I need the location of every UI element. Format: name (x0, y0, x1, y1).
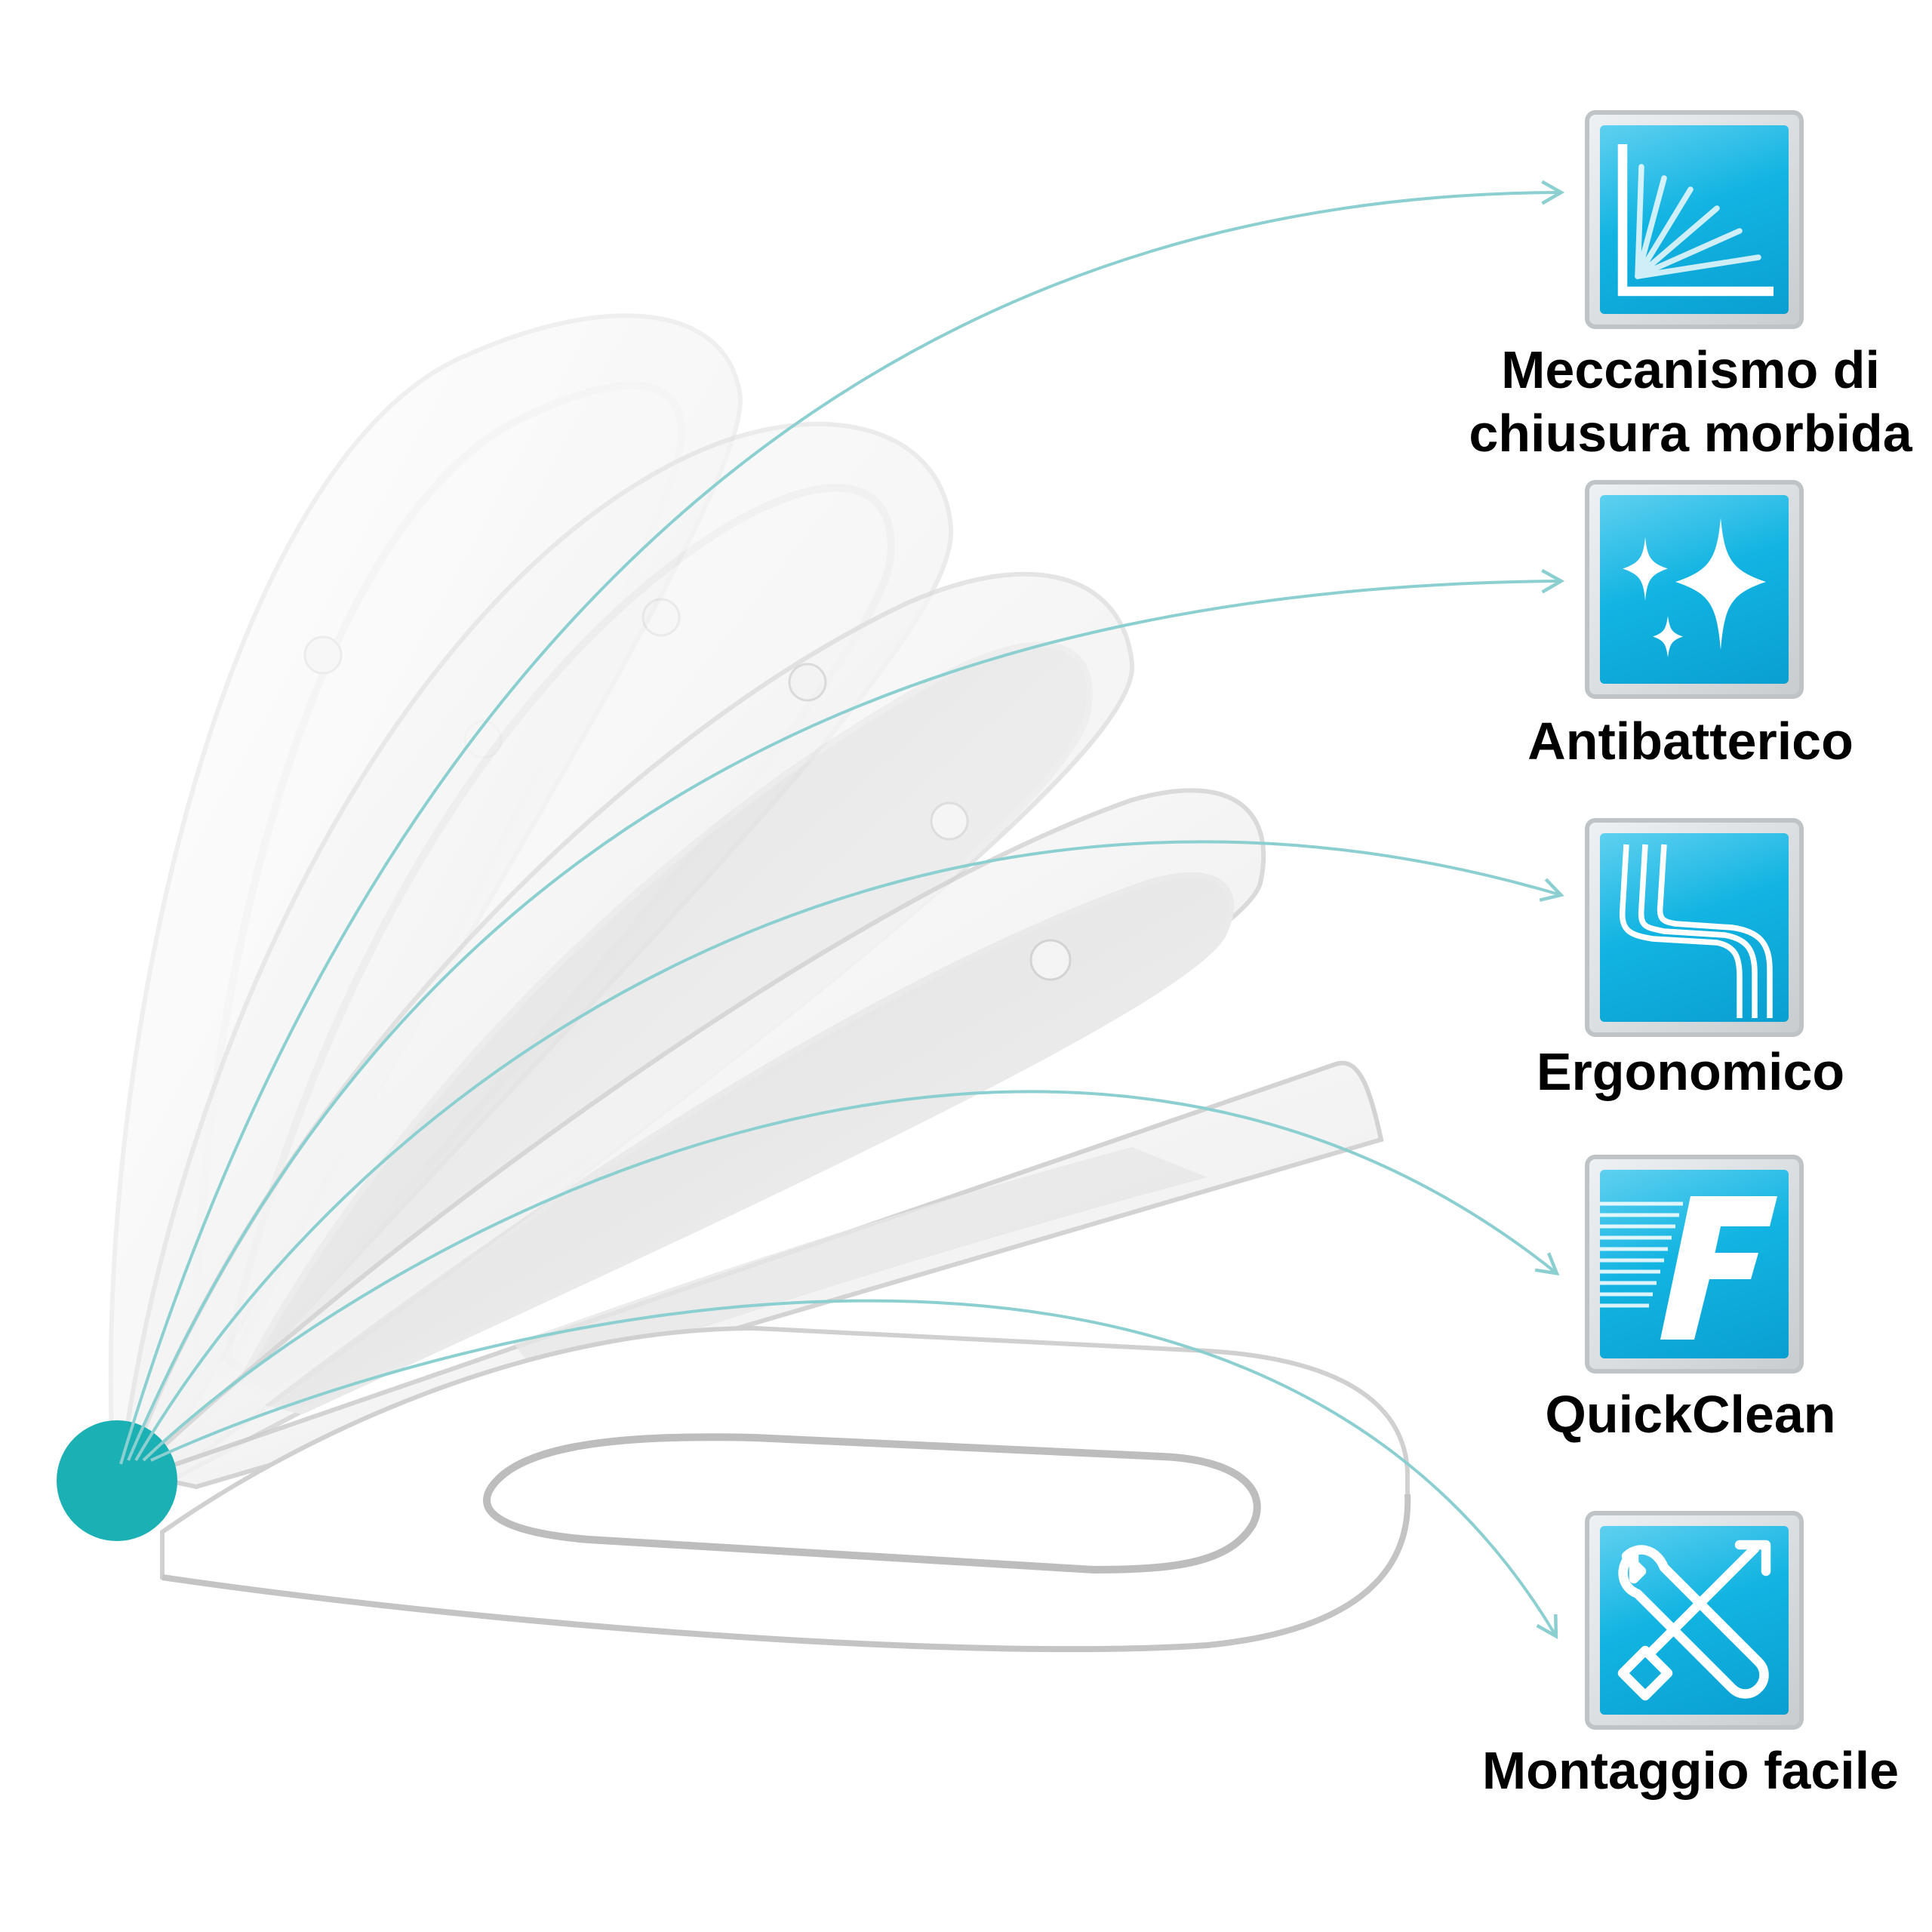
sparkle-icon (1623, 518, 1766, 657)
feature-label: QuickClean (1545, 1385, 1836, 1444)
feature-soft-close: Meccanismo di chiusura morbida (1419, 338, 1932, 465)
feature-ergonomic: Ergonomico (1419, 1040, 1932, 1103)
tools-icon (1617, 1540, 1771, 1701)
feature-label: Montaggio facile (1481, 1741, 1900, 1800)
feature-label-line-2: chiusura morbida (1469, 404, 1912, 463)
tools-icon-box (1585, 1511, 1804, 1730)
ghost-lid-4 (131, 788, 1266, 1482)
arrow-guides (119, 180, 1565, 1639)
ergonomic-icon-box (1585, 818, 1804, 1037)
arrow-soft-close (119, 180, 1565, 1465)
arrow-easy-mount (150, 1299, 1558, 1639)
feature-quickclean: QuickClean (1419, 1383, 1932, 1446)
feature-label: Antibatterico (1527, 712, 1854, 771)
arrow-antibacterial (127, 568, 1565, 1461)
arrow-quickclean (142, 1090, 1560, 1462)
ergonomic-curve-icon (1619, 844, 1773, 1018)
feature-easy-mount: Montaggio facile (1419, 1739, 1932, 1802)
arrow-ergonomic (134, 840, 1564, 1462)
seat-ring (160, 1325, 1411, 1653)
feature-label: Ergonomico (1536, 1042, 1845, 1101)
soft-close-icon-box (1585, 110, 1804, 329)
quickclean-f-icon (1600, 1196, 1777, 1340)
ghost-lid-5 (134, 1060, 1384, 1490)
feature-antibacterial: Antibatterico (1419, 709, 1932, 773)
quickclean-icon-box (1585, 1155, 1804, 1374)
feature-label-line-1: Meccanismo di (1501, 340, 1880, 399)
hinge-dot (57, 1420, 177, 1541)
sparkle-icon-box (1585, 480, 1804, 699)
soft-close-icon (1617, 144, 1774, 297)
